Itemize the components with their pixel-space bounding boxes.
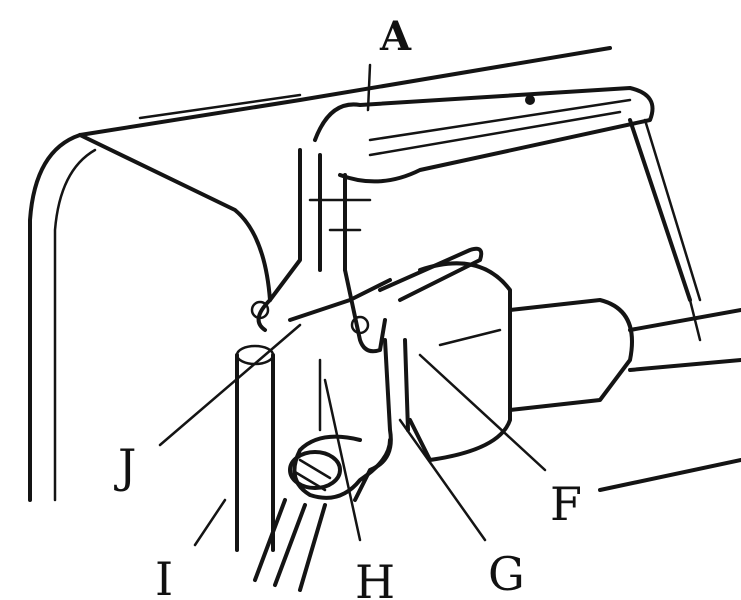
lever-arm (313, 86, 702, 302)
leader-h (323, 378, 362, 542)
label-h: H (355, 555, 395, 600)
label-f: F (550, 477, 582, 531)
label-a: A (379, 13, 412, 60)
machine-body (28, 46, 741, 502)
label-g: G (488, 547, 525, 600)
leader-lines (158, 63, 547, 547)
leader-f (418, 353, 547, 472)
foot-assembly (253, 338, 410, 592)
bracket-assembly (250, 148, 392, 354)
label-i: I (155, 552, 173, 600)
housing-block (378, 246, 741, 462)
leader-i (193, 498, 227, 547)
leader-a (366, 63, 372, 112)
leader-j (158, 323, 302, 447)
label-j: J (114, 439, 136, 493)
rod (235, 344, 275, 552)
leader-g (398, 418, 487, 542)
